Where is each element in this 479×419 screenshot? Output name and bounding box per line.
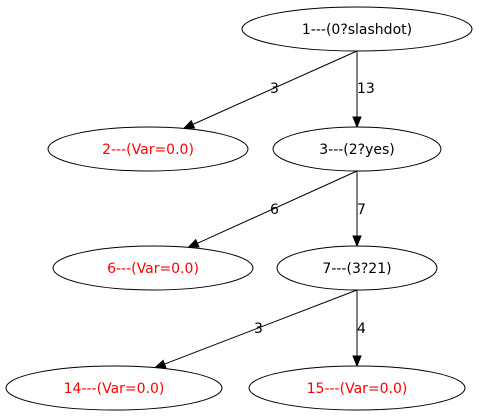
node-ellipse [52,245,254,291]
tree-node-n15: 15---(Var=0.0) [248,365,466,411]
edge-n7-n14: 3 [153,289,358,369]
node-ellipse [47,126,249,172]
arrowhead-icon [352,355,362,368]
arrowhead-icon [352,235,362,248]
edge-line [197,170,358,244]
tree-node-n1: 1---(0?slashdot) [241,6,473,52]
node-label: 14---(Var=0.0) [64,381,165,397]
node-label: 3---(2?yes) [319,142,395,158]
edge-n3-n6: 6 [187,170,358,248]
arrowhead-icon [182,119,196,130]
node-label: 1---(0?slashdot) [302,22,412,38]
node-ellipse [276,245,438,291]
edge-line [192,50,358,125]
tree-node-n6: 6---(Var=0.0) [52,245,254,291]
edge-label: 13 [357,81,375,97]
edge-label: 6 [270,202,279,218]
arrowhead-icon [153,359,167,369]
node-label: 7---(3?21) [322,261,391,277]
node-label: 2---(Var=0.0) [102,142,194,158]
edge-label: 3 [270,81,279,97]
node-ellipse [248,365,466,411]
arrowhead-icon [352,116,362,129]
node-ellipse [241,6,473,52]
edge-n1-n3: 13 [352,51,375,129]
edge-line [164,289,358,365]
edge-n3-n7: 7 [352,171,366,248]
tree-node-n14: 14---(Var=0.0) [5,365,223,411]
node-ellipse [272,126,442,172]
node-label: 15---(Var=0.0) [307,381,408,397]
edge-n1-n2: 3 [182,50,358,130]
edge-n7-n15: 4 [352,290,366,368]
edge-label: 7 [357,202,366,218]
node-label: 6---(Var=0.0) [107,261,199,277]
node-ellipse [5,365,223,411]
edge-label: 3 [254,321,263,337]
tree-node-n2: 2---(Var=0.0) [47,126,249,172]
edge-label: 4 [357,321,366,337]
arrowhead-icon [187,238,200,248]
tree-node-n3: 3---(2?yes) [272,126,442,172]
tree-node-n7: 7---(3?21) [276,245,438,291]
